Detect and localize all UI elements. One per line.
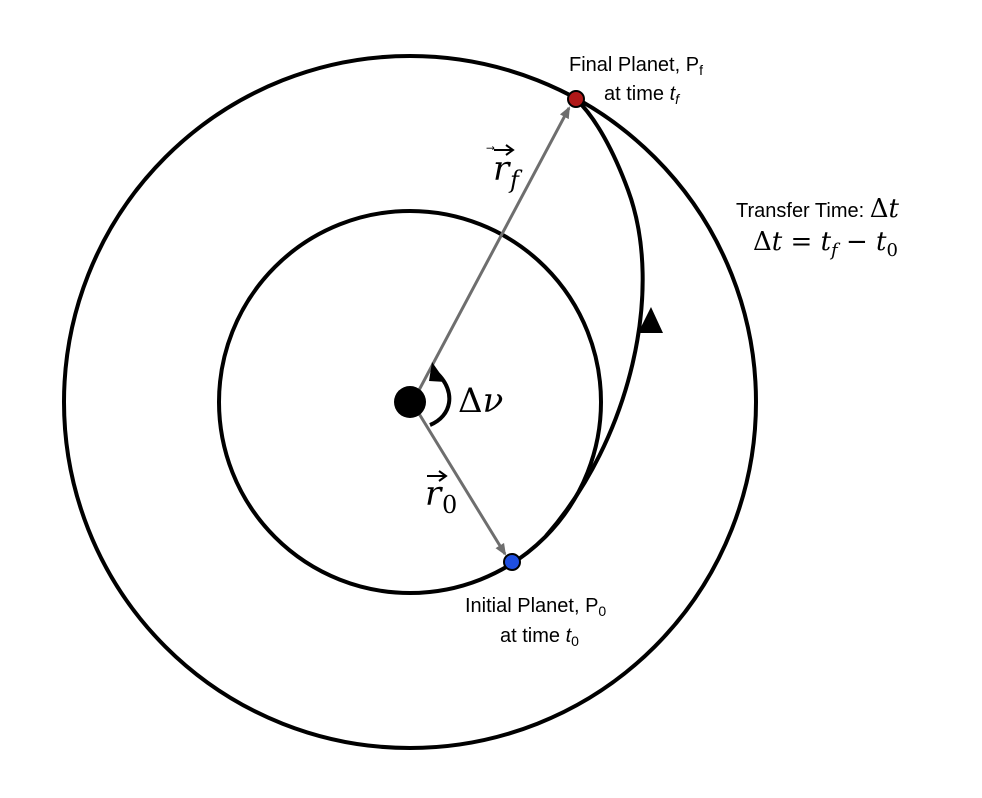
vector-label-rf: r ⃗ f bbox=[486, 144, 523, 194]
vector-label-r0: r 0 bbox=[425, 470, 457, 519]
final-planet-marker bbox=[567, 90, 585, 108]
initial-planet-time-label: at time t0 bbox=[500, 625, 579, 649]
outer-orbit bbox=[62, 54, 758, 750]
initial-planet-label: Initial Planet, P0 bbox=[465, 595, 606, 619]
trajectory-direction-arrow bbox=[638, 307, 663, 333]
angle-label: Δν bbox=[458, 381, 503, 421]
transfer-time-equation: Δt = tf − t0 bbox=[753, 227, 898, 261]
angle-arc bbox=[429, 372, 452, 427]
vector-arrow-rf bbox=[494, 144, 515, 156]
transfer-trajectory bbox=[544, 97, 645, 538]
svg-text:r: r bbox=[493, 149, 511, 189]
initial-planet-marker bbox=[503, 553, 521, 571]
vector-arrow-r0 bbox=[427, 470, 448, 482]
final-planet-label: Final Planet, Pf bbox=[569, 54, 703, 78]
position-vector-rf bbox=[416, 106, 571, 393]
final-planet-time-label: at time tf bbox=[604, 83, 681, 107]
svg-text:0: 0 bbox=[442, 491, 457, 519]
svg-text:f: f bbox=[508, 166, 523, 194]
transfer-time-label: Transfer Time: Δt bbox=[736, 194, 900, 224]
inner-orbit bbox=[217, 209, 603, 595]
svg-text:r: r bbox=[425, 474, 443, 514]
position-vector-r0 bbox=[416, 411, 507, 556]
central-body bbox=[394, 386, 426, 418]
angle-arc-arrowhead bbox=[429, 362, 446, 382]
